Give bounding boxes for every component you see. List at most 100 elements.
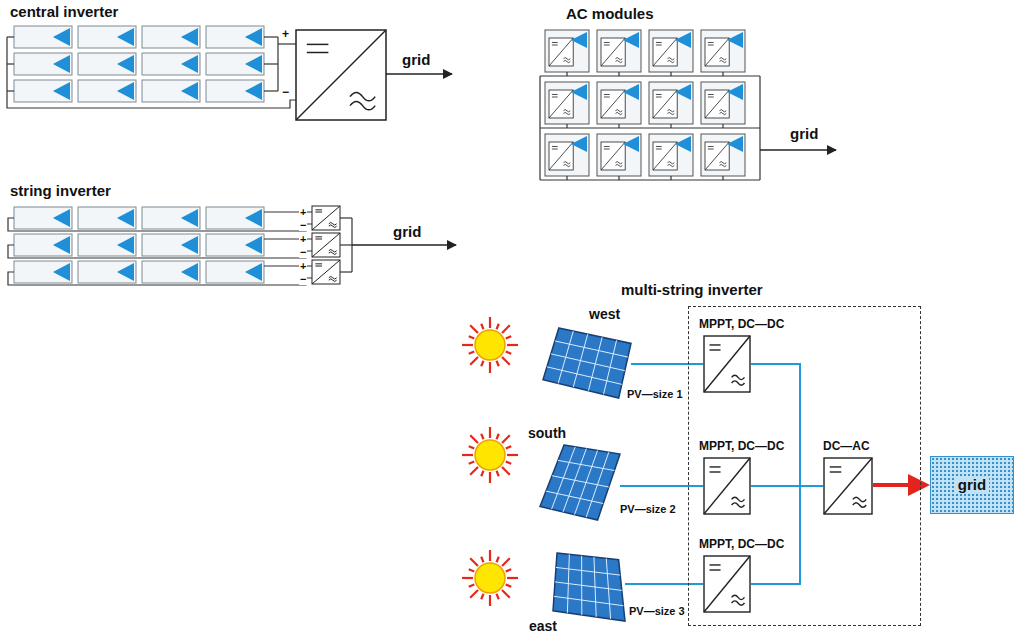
dc-symbol — [708, 45, 714, 46]
converter-box — [549, 90, 573, 118]
sun-ray — [506, 336, 512, 338]
sun-ray — [470, 590, 478, 598]
dc-symbol — [710, 466, 721, 467]
converter-diagonal — [549, 142, 573, 170]
pv-module — [206, 80, 264, 102]
array-size-label: PV—size 1 — [627, 388, 683, 400]
sun-ray — [502, 558, 510, 566]
pv-module — [142, 234, 200, 256]
converter-box — [312, 206, 340, 230]
inverter-housing: multi-string inverterMPPT, DC—DCMPPT, DC… — [688, 306, 921, 626]
wire — [759, 76, 760, 180]
ac-symbol — [668, 164, 675, 166]
pv-array: eastPV—size 3 — [545, 553, 625, 621]
ac-symbol — [720, 112, 727, 114]
sun-ray — [502, 435, 510, 443]
converter-block: MPPT, DC—DC — [703, 335, 751, 393]
pv-cell-mark — [117, 55, 134, 73]
pv-cell-mark — [53, 55, 70, 73]
dc-wire — [631, 363, 703, 365]
pv-module — [206, 261, 264, 283]
converter-diagonal — [312, 260, 340, 284]
converter-box — [705, 142, 729, 170]
terminal-sign: − — [299, 219, 307, 231]
sun-ray — [489, 362, 491, 373]
ac-module — [649, 134, 693, 176]
ac-modules-figure — [540, 30, 836, 180]
panel-grid-line — [552, 476, 609, 487]
pv-cell-mark — [675, 136, 691, 152]
sun-ray — [489, 317, 491, 328]
ac-symbol — [350, 92, 375, 100]
dc-symbol — [307, 52, 329, 54]
pv-array: southPV—size 2 — [540, 445, 620, 520]
panel-heading: central inverter — [10, 4, 118, 21]
pv-cell-mark — [727, 136, 743, 152]
ac-symbol — [616, 164, 623, 166]
converter-box — [549, 142, 573, 170]
dc-symbol — [552, 97, 558, 98]
dc-symbol — [656, 146, 662, 147]
sun-ray — [497, 434, 499, 440]
pv-cell-mark — [117, 209, 134, 227]
sun-ray — [497, 324, 499, 330]
ac-module — [597, 134, 641, 176]
sun-ray — [470, 325, 478, 333]
converter-diagonal — [549, 38, 573, 66]
converter-symbol — [703, 555, 751, 613]
wire — [540, 127, 760, 128]
dc-symbol — [604, 97, 610, 98]
dc-symbol — [708, 42, 714, 43]
converter-box — [653, 38, 677, 66]
sun — [475, 440, 505, 470]
dc-symbol — [315, 212, 322, 213]
pv-cell-mark — [53, 28, 70, 46]
pv-cell-mark — [727, 32, 743, 48]
ac-symbol — [720, 164, 727, 166]
converter-diagonal — [312, 206, 340, 230]
dc-symbol — [315, 266, 322, 267]
pv-cell-mark — [117, 82, 134, 100]
pv-panel — [553, 553, 625, 621]
dc-symbol — [656, 97, 662, 98]
ac-symbol — [564, 60, 571, 62]
dc-symbol — [656, 94, 662, 95]
pv-array: westPV—size 1 — [543, 328, 631, 398]
converter-box — [704, 556, 750, 612]
panel-grid-line — [558, 460, 614, 470]
dc-symbol — [708, 97, 714, 98]
output-label: grid — [393, 224, 421, 241]
ac-module — [649, 30, 693, 72]
converter-diagonal — [653, 38, 677, 66]
converter-diagonal — [601, 90, 625, 118]
pv-module — [14, 53, 72, 75]
wire — [340, 271, 352, 272]
ac-module — [545, 30, 589, 72]
central-inverter-figure — [7, 26, 452, 120]
pv-cell-mark — [181, 28, 198, 46]
pv-cell-mark — [53, 263, 70, 281]
pv-cell-mark — [245, 82, 262, 100]
converter-box — [824, 458, 872, 514]
output-label: grid — [402, 52, 430, 69]
dc-wire — [625, 583, 703, 585]
pv-module — [78, 80, 136, 102]
dc-symbol — [710, 569, 721, 570]
sun-ray — [497, 557, 499, 563]
dc-symbol — [710, 564, 721, 565]
ac-symbol — [616, 58, 623, 60]
pv-cell-mark — [675, 32, 691, 48]
ac-symbol — [720, 110, 727, 112]
pv-cell-mark — [623, 136, 639, 152]
pv-module — [14, 234, 72, 256]
dc-symbol — [710, 344, 721, 345]
dc-symbol — [552, 149, 558, 150]
sun-ray — [507, 344, 518, 346]
sun-ray — [502, 467, 510, 475]
converter-box — [312, 233, 340, 257]
pv-cell-mark — [245, 209, 262, 227]
sun-ray — [502, 357, 510, 365]
converter-symbol — [703, 457, 751, 515]
dc-symbol — [708, 149, 714, 150]
